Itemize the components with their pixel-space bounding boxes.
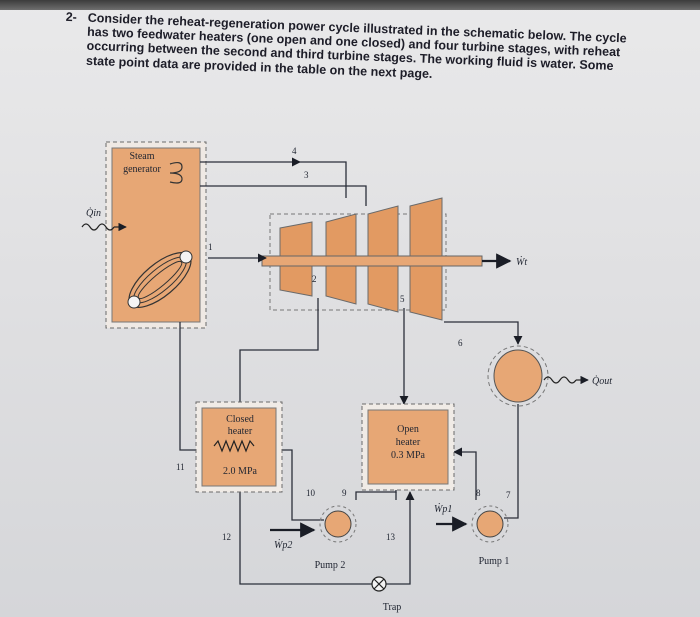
q-in-label: Q̇in bbox=[86, 207, 101, 219]
heat-output-arrow: Q̇out bbox=[543, 375, 612, 387]
closed-heater-label-2: heater bbox=[228, 426, 253, 437]
pump-2: Pump 2 bbox=[315, 505, 357, 571]
state-2: 2 bbox=[312, 274, 317, 284]
closed-heater-label-1: Closed bbox=[226, 414, 254, 425]
open-heater: Open heater 0.3 MPa bbox=[361, 403, 455, 491]
pump-1-label: Pump 1 bbox=[479, 556, 510, 567]
w-t-label: Ẇt bbox=[516, 256, 527, 268]
state-labels: 1 2 3 4 5 6 7 8 9 10 11 12 13 bbox=[176, 146, 511, 542]
state-4: 4 bbox=[292, 146, 297, 156]
heat-exchanger-coil-icon bbox=[213, 439, 255, 453]
pump-1: Pump 1 bbox=[471, 505, 510, 567]
state-13: 13 bbox=[386, 532, 396, 542]
steam-generator-label-1: Steam bbox=[130, 151, 155, 162]
state-11: 11 bbox=[176, 462, 185, 472]
steam-generator-label-2: generator bbox=[123, 164, 161, 175]
state-8: 8 bbox=[476, 488, 481, 498]
q-out-label: Q̇out bbox=[592, 375, 612, 387]
photo-top-edge bbox=[0, 0, 700, 10]
boiler-tubes-icon bbox=[127, 250, 193, 309]
condenser bbox=[487, 345, 549, 407]
steam-generator: Steam generator bbox=[105, 141, 207, 329]
closed-heater-pressure: 2.0 MPa bbox=[223, 466, 257, 477]
state-6: 6 bbox=[458, 338, 463, 348]
state-5: 5 bbox=[400, 294, 405, 304]
heat-input-arrow: Q̇in bbox=[81, 207, 127, 232]
trap-valve: Trap bbox=[371, 576, 402, 613]
state-3: 3 bbox=[304, 170, 309, 180]
open-heater-pressure: 0.3 MPa bbox=[391, 450, 425, 461]
state-10: 10 bbox=[306, 488, 316, 498]
state-7: 7 bbox=[506, 490, 511, 500]
trap-label: Trap bbox=[383, 602, 402, 613]
pump-2-label: Pump 2 bbox=[315, 560, 346, 571]
w-p1-label: Ẇp1 bbox=[434, 503, 452, 515]
superheater-coil-icon bbox=[169, 161, 183, 184]
closed-heater: Closed heater 2.0 MPa bbox=[195, 401, 283, 493]
state-12: 12 bbox=[222, 532, 231, 542]
open-heater-label-1: Open bbox=[397, 424, 419, 435]
w-p2-label: Ẇp2 bbox=[274, 539, 292, 551]
state-1: 1 bbox=[208, 242, 213, 252]
state-9: 9 bbox=[342, 488, 347, 498]
open-heater-label-2: heater bbox=[396, 437, 421, 448]
turbine-stages bbox=[261, 197, 483, 321]
